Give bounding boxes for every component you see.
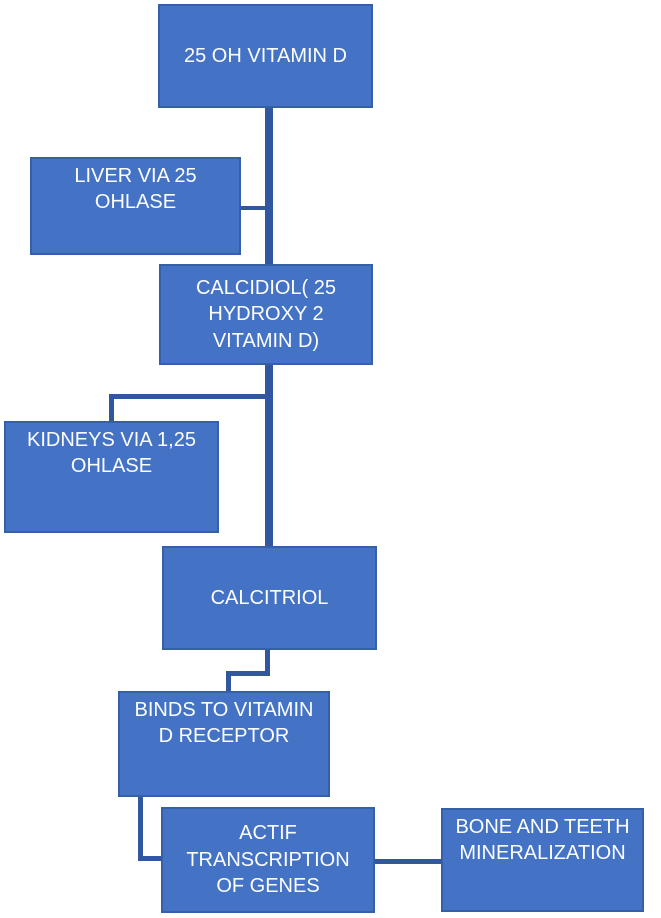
connector-kidneys-branch-horizontal: [109, 394, 269, 399]
node-binds-to-vitamin-d-receptor-label: BINDS TO VITAMIN D RECEPTOR: [134, 699, 314, 748]
node-kidneys-via-1-25-ohlase: KIDNEYS VIA 1,25 OHLASE: [4, 421, 219, 533]
connector-calcitriol-to-binds-vertical-2: [226, 671, 231, 692]
node-bone-and-teeth-mineralization: BONE AND TEETH MINERALIZATION: [441, 808, 644, 912]
node-liver-via-25-ohlase: LIVER VIA 25 OHLASE: [30, 157, 241, 255]
node-bone-and-teeth-mineralization-label: BONE AND TEETH MINERALIZATION: [455, 816, 630, 865]
connector-liver-branch: [239, 206, 267, 210]
connector-calcitriol-to-binds-vertical-1: [265, 648, 270, 676]
node-25-oh-vitamin-d-label: 25 OH VITAMIN D: [184, 44, 347, 67]
node-calcidiol-label: CALCIDIOL( 25 HYDROXY 2 VITAMIN D): [195, 276, 337, 352]
node-binds-to-vitamin-d-receptor: BINDS TO VITAMIN D RECEPTOR: [118, 691, 330, 797]
node-actif-transcription-of-genes: ACTIF TRANSCRIPTION OF GENES: [161, 807, 375, 913]
connector-kidneys-branch-vertical: [109, 394, 114, 422]
connector-calcitriol-to-binds-horizontal: [226, 671, 270, 676]
node-liver-via-25-ohlase-label: LIVER VIA 25 OHLASE: [74, 165, 197, 214]
connector-binds-to-actif-vertical: [138, 796, 143, 861]
node-calcidiol: CALCIDIOL( 25 HYDROXY 2 VITAMIN D): [159, 264, 373, 365]
node-25-oh-vitamin-d: 25 OH VITAMIN D: [158, 4, 373, 108]
connector-25oh-to-calcidiol-trunk: [265, 106, 273, 266]
connector-calcidiol-to-calcitriol-trunk: [265, 363, 273, 548]
node-calcitriol: CALCITRIOL: [162, 546, 377, 650]
connector-actif-to-bone: [374, 859, 442, 864]
node-kidneys-via-1-25-ohlase-label: KIDNEYS VIA 1,25 OHLASE: [27, 429, 196, 478]
connector-binds-to-actif-horizontal: [138, 856, 162, 861]
node-actif-transcription-of-genes-label: ACTIF TRANSCRIPTION OF GENES: [186, 822, 350, 898]
node-calcitriol-label: CALCITRIOL: [210, 586, 329, 609]
